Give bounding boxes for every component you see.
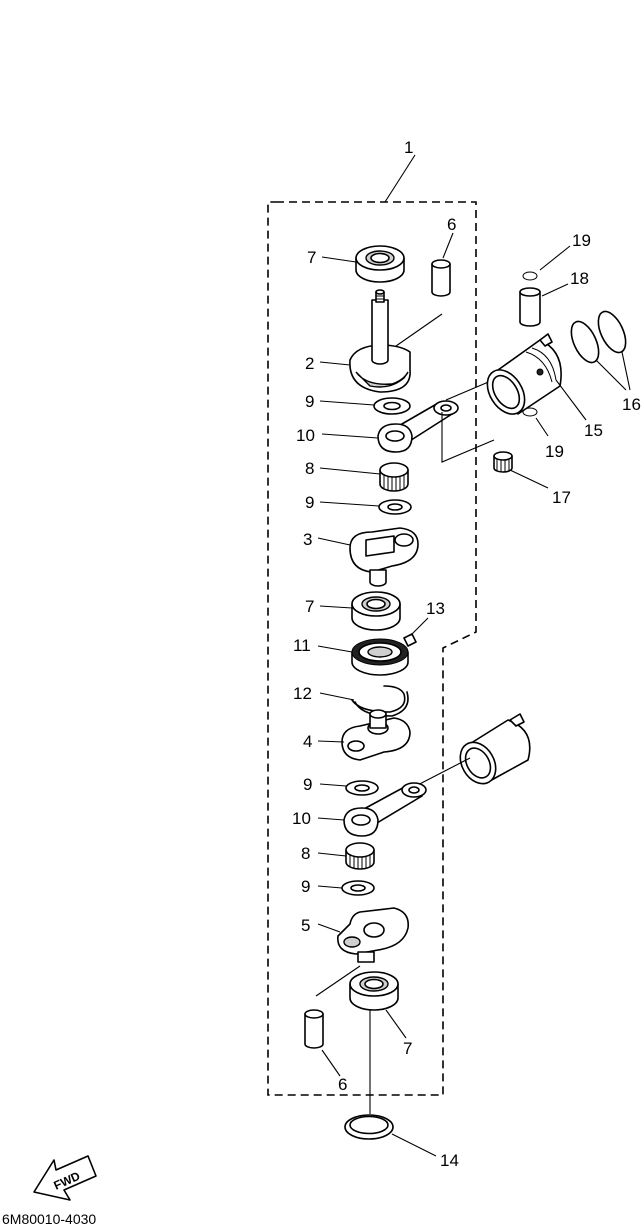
label-part-6-bottom: 6 bbox=[338, 1075, 347, 1094]
drawing-code: 6M80010-4030 bbox=[2, 1211, 96, 1227]
part-7-mid-bearing bbox=[351, 591, 401, 631]
label-part-9a: 9 bbox=[305, 392, 314, 411]
part-3-crank-web bbox=[349, 527, 419, 587]
label-part-18: 18 bbox=[570, 269, 589, 288]
label-part-1: 1 bbox=[404, 138, 413, 157]
label-part-7-mid: 7 bbox=[305, 597, 314, 616]
label-part-7-bottom: 7 bbox=[403, 1039, 412, 1058]
label-part-19-top: 19 bbox=[572, 231, 591, 250]
part-6-top-dowel-pin bbox=[431, 259, 451, 297]
part-12-circlip bbox=[351, 685, 409, 717]
lower-piston bbox=[459, 713, 531, 785]
label-part-8-bottom: 8 bbox=[301, 844, 310, 863]
part-8-bottom-needle-bearing bbox=[345, 842, 375, 870]
label-part-8-top: 8 bbox=[305, 459, 314, 478]
label-part-10-bottom: 10 bbox=[292, 809, 311, 828]
label-part-12: 12 bbox=[293, 684, 312, 703]
label-part-5: 5 bbox=[301, 916, 310, 935]
label-part-9d: 9 bbox=[301, 877, 310, 896]
part-2-upper-crankshaft bbox=[349, 289, 411, 393]
label-part-15: 15 bbox=[584, 421, 603, 440]
part-6-bottom-dowel-pin bbox=[304, 1009, 324, 1049]
part-16-piston-rings bbox=[570, 310, 627, 364]
part-9a-washer bbox=[373, 397, 411, 415]
part-8-top-needle-bearing bbox=[379, 462, 409, 492]
part-9d-washer bbox=[341, 880, 375, 896]
part-11-seal bbox=[351, 638, 409, 676]
part-9b-washer bbox=[378, 499, 412, 515]
assembly-boundary bbox=[267, 201, 477, 1096]
label-part-4: 4 bbox=[303, 732, 312, 751]
fwd-arrow-icon: FWD bbox=[33, 1155, 97, 1201]
part-19-top-circlip bbox=[522, 271, 538, 281]
part-10-bottom-connecting-rod bbox=[343, 782, 427, 837]
label-part-10-top: 10 bbox=[296, 426, 315, 445]
label-part-3: 3 bbox=[303, 530, 312, 549]
label-part-6-top: 6 bbox=[447, 215, 456, 234]
label-part-13: 13 bbox=[426, 599, 445, 618]
part-17-small-end-bearing bbox=[493, 451, 513, 473]
label-part-14: 14 bbox=[440, 1151, 459, 1170]
label-part-7-top: 7 bbox=[307, 248, 316, 267]
part-4-crank-web bbox=[341, 709, 411, 761]
label-part-16: 16 bbox=[622, 395, 641, 414]
label-part-9c: 9 bbox=[303, 775, 312, 794]
label-part-2: 2 bbox=[305, 354, 314, 373]
part-14-o-ring bbox=[344, 1114, 394, 1140]
part-19-bottom-circlip bbox=[522, 407, 538, 417]
part-10-top-connecting-rod bbox=[377, 400, 459, 453]
label-part-19-bottom: 19 bbox=[545, 442, 564, 461]
label-part-9b: 9 bbox=[305, 493, 314, 512]
label-part-17: 17 bbox=[552, 488, 571, 507]
part-5-lower-crank-web bbox=[337, 907, 410, 963]
part-15-piston bbox=[486, 333, 562, 415]
part-7-top-bearing bbox=[355, 245, 405, 283]
part-18-piston-pin bbox=[519, 287, 541, 327]
part-7-bottom-bearing bbox=[349, 971, 399, 1011]
label-part-11: 11 bbox=[293, 636, 311, 655]
part-13-key bbox=[403, 633, 417, 647]
part-9c-washer bbox=[345, 780, 379, 796]
